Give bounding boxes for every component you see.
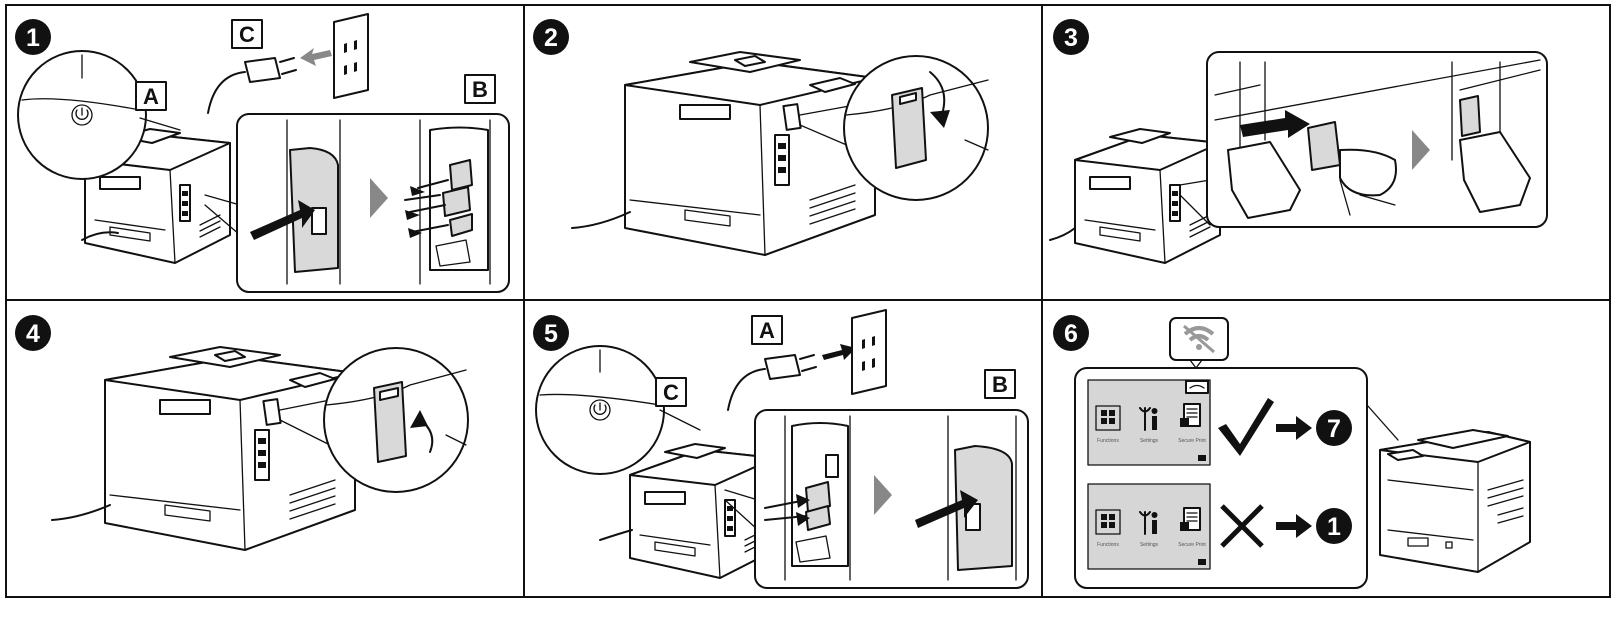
arrow-left-icon xyxy=(250,200,315,240)
svg-text:Functions: Functions xyxy=(1097,438,1119,444)
step-number: 5 xyxy=(544,320,558,348)
arrow-right-icon xyxy=(1276,514,1312,538)
arrow-right-icon xyxy=(370,178,388,218)
step-number-badge: 4 xyxy=(15,315,51,351)
printer-illustration xyxy=(624,51,876,256)
power-cord xyxy=(571,211,631,229)
svg-text:C: C xyxy=(239,22,255,47)
step-6-panel: 6 Functions Settings Secure Print 7 Func… xyxy=(1053,315,1531,589)
arrow-down-icon xyxy=(930,110,950,128)
step-number: 3 xyxy=(1064,24,1078,52)
step-4-panel: 4 xyxy=(15,315,469,551)
svg-text:Settings: Settings xyxy=(1140,542,1159,548)
arrow-right-icon xyxy=(1412,130,1430,170)
callout-leader xyxy=(1366,404,1399,441)
cross-icon xyxy=(1220,504,1264,548)
arrow-right-icon xyxy=(1240,110,1310,138)
wall-outlet-icon xyxy=(333,13,369,99)
power-button-callout xyxy=(535,345,701,475)
step-3-panel: 3 xyxy=(1049,19,1548,264)
label-b: B xyxy=(464,74,496,104)
svg-text:7: 7 xyxy=(1327,415,1341,443)
label-b: B xyxy=(984,369,1016,399)
arrow-right-icon xyxy=(1276,416,1312,440)
wifi-icon xyxy=(1183,324,1215,354)
svg-text:1: 1 xyxy=(1327,513,1341,541)
card-insert-callout xyxy=(1206,51,1548,228)
svg-text:C: C xyxy=(663,380,679,405)
svg-text:B: B xyxy=(472,77,488,102)
power-icon xyxy=(71,104,93,126)
power-plug-icon xyxy=(207,57,297,114)
svg-text:Settings: Settings xyxy=(1140,438,1159,444)
step-number-badge: 3 xyxy=(1053,19,1089,55)
svg-text:A: A xyxy=(759,318,775,343)
cover-callout xyxy=(843,55,989,201)
result-target-badge: 1 xyxy=(1316,508,1352,544)
power-plug-icon xyxy=(727,354,817,411)
label-a: A xyxy=(751,315,783,345)
step-number: 2 xyxy=(544,24,558,52)
screen-fail: Functions Settings Secure Print xyxy=(1087,483,1211,570)
result-target-badge: 7 xyxy=(1316,410,1352,446)
power-icon xyxy=(589,399,611,421)
printer-illustration xyxy=(104,346,356,551)
wall-outlet-icon xyxy=(851,309,887,395)
wifi-callout xyxy=(1169,317,1229,369)
step-number: 6 xyxy=(1064,320,1078,348)
step-number-badge: 2 xyxy=(533,19,569,55)
power-cord xyxy=(1049,227,1076,241)
cable-callout-box xyxy=(754,409,1029,589)
power-cord xyxy=(51,504,111,521)
arrow-left-icon xyxy=(300,48,332,66)
callout-leader xyxy=(724,489,759,531)
power-cord xyxy=(599,529,633,541)
checkmark-icon xyxy=(1218,398,1274,456)
callout-leader xyxy=(204,194,241,236)
cable-callout-box xyxy=(236,113,510,293)
screen-success: Functions Settings Secure Print xyxy=(1087,379,1211,466)
svg-text:B: B xyxy=(992,372,1008,397)
svg-text:Functions: Functions xyxy=(1097,542,1119,548)
svg-text:Secure Print: Secure Print xyxy=(1178,542,1206,548)
printer-illustration xyxy=(1074,128,1221,264)
svg-text:A: A xyxy=(143,84,159,109)
step-number: 1 xyxy=(26,24,40,52)
arrow-right-icon xyxy=(874,475,892,515)
callout-leader xyxy=(1179,179,1211,226)
step-1-panel: 1 A C B xyxy=(15,13,510,293)
power-button-callout xyxy=(17,50,181,180)
printer-illustration xyxy=(629,443,776,579)
svg-text:Secure Print: Secure Print xyxy=(1178,438,1206,444)
label-c: C xyxy=(231,19,263,49)
arrow-up-icon xyxy=(410,410,428,428)
printer-illustration xyxy=(1379,429,1531,573)
arrow-right-icon xyxy=(915,490,978,528)
step-number-badge: 1 xyxy=(15,19,51,55)
arrow-right-icon xyxy=(822,344,856,360)
step-5-panel: 5 C A B xyxy=(533,309,1029,589)
label-c: C xyxy=(655,377,687,407)
step-number-badge: 6 xyxy=(1053,315,1089,351)
cover-callout xyxy=(323,347,469,493)
label-a: A xyxy=(135,81,167,111)
step-2-panel: 2 xyxy=(533,19,989,256)
step-number: 4 xyxy=(26,320,40,348)
power-cord xyxy=(81,231,119,241)
step-number-badge: 5 xyxy=(533,315,569,351)
